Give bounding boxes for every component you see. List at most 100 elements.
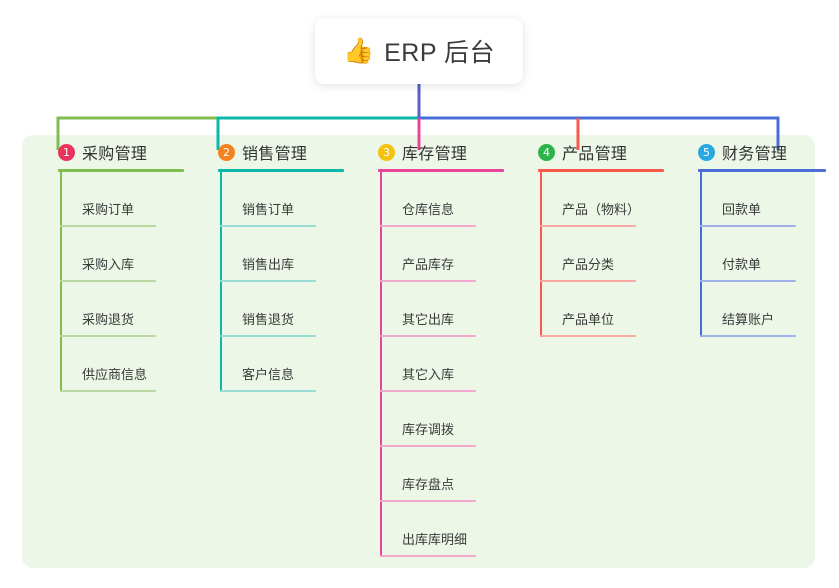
list-item[interactable]: 供应商信息 (60, 337, 200, 392)
list-item[interactable]: 产品库存 (380, 227, 520, 282)
list-item[interactable]: 付款单 (700, 227, 839, 282)
list-item-label: 库存调拨 (402, 422, 455, 437)
list-item-label: 仓库信息 (402, 202, 455, 217)
list-item-label: 其它出库 (402, 312, 455, 327)
column-title-label: 采购管理 (82, 146, 148, 163)
list-item-rule (380, 335, 476, 337)
list-item-rule (700, 280, 796, 282)
list-item-rule (60, 280, 156, 282)
list-item-label: 销售订单 (242, 202, 295, 217)
list-item-rule (380, 445, 476, 447)
list-item-rule (540, 225, 636, 227)
list-item[interactable]: 出库库明细 (380, 502, 520, 557)
list-item-label: 产品单位 (562, 312, 615, 327)
column-销售管理: 2 销售管理销售订单销售出库销售退货客户信息 (200, 135, 360, 392)
column-header-rule (538, 169, 664, 172)
list-item-label: 销售出库 (242, 257, 295, 272)
page-title: ERP 后台 (384, 39, 496, 67)
list-item[interactable]: 采购退货 (60, 282, 200, 337)
column-header-rule (218, 169, 344, 172)
list-item-label: 出库库明细 (402, 532, 468, 547)
column-badge-4: 4 (538, 143, 555, 161)
column-title-label: 财务管理 (722, 146, 788, 163)
column-title-label: 产品管理 (562, 146, 628, 163)
list-item-label: 采购订单 (82, 202, 135, 217)
list-item-rule (700, 335, 796, 337)
column-财务管理: 5 财务管理回款单付款单结算账户 (680, 135, 839, 337)
list-item-rule (540, 335, 636, 337)
list-item-rule (220, 335, 316, 337)
list-item[interactable]: 采购入库 (60, 227, 200, 282)
list-item-label: 其它入库 (402, 367, 455, 382)
column-item-list: 产品（物料） 产品分类产品单位 (540, 172, 680, 337)
list-item[interactable]: 仓库信息 (380, 172, 520, 227)
list-item-rule (700, 225, 796, 227)
diagram-panel-background (22, 135, 815, 568)
list-item-rule (60, 390, 156, 392)
column-item-list: 销售订单销售出库销售退货客户信息 (220, 172, 360, 392)
column-title-label: 销售管理 (242, 146, 308, 163)
list-item[interactable]: 销售出库 (220, 227, 360, 282)
list-item-rule (540, 280, 636, 282)
list-item[interactable]: 销售退货 (220, 282, 360, 337)
column-spine-line (540, 172, 542, 337)
list-item-rule (380, 500, 476, 502)
list-item-rule (220, 225, 316, 227)
list-item[interactable]: 其它入库 (380, 337, 520, 392)
list-item-rule (60, 225, 156, 227)
list-item-label: 客户信息 (242, 367, 295, 382)
column-badge-5: 5 (698, 143, 715, 161)
column-采购管理: 1 采购管理采购订单采购入库采购退货供应商信息 (40, 135, 200, 392)
diagram-root-title-card: 👍 ERP 后台 (315, 18, 523, 84)
list-item-label: 产品（物料） (562, 202, 641, 217)
list-item-label: 采购退货 (82, 312, 135, 327)
column-item-list: 仓库信息产品库存其它出库其它入库库存调拨库存盘点出库库明细 (380, 172, 520, 557)
list-item-rule (380, 555, 476, 557)
list-item[interactable]: 回款单 (700, 172, 839, 227)
list-item[interactable]: 客户信息 (220, 337, 360, 392)
column-产品管理: 4 产品管理产品（物料） 产品分类产品单位 (520, 135, 680, 337)
column-header-4[interactable]: 4 产品管理 (520, 135, 680, 169)
column-item-list: 采购订单采购入库采购退货供应商信息 (60, 172, 200, 392)
list-item-label: 产品分类 (562, 257, 615, 272)
column-header-rule (378, 169, 504, 172)
column-header-1[interactable]: 1 采购管理 (40, 135, 200, 169)
column-spine-line (380, 172, 382, 557)
column-badge-2: 2 (218, 143, 235, 161)
column-spine-line (60, 172, 62, 392)
list-item-rule (380, 280, 476, 282)
list-item[interactable]: 销售订单 (220, 172, 360, 227)
list-item-label: 产品库存 (402, 257, 455, 272)
list-item[interactable]: 产品分类 (540, 227, 680, 282)
column-badge-1: 1 (58, 143, 75, 161)
list-item-label: 供应商信息 (82, 367, 148, 382)
list-item-label: 库存盘点 (402, 477, 455, 492)
list-item[interactable]: 结算账户 (700, 282, 839, 337)
column-header-rule (58, 169, 184, 172)
thumbs-up-icon: 👍 (342, 36, 375, 65)
list-item-label: 回款单 (722, 202, 762, 217)
column-spine-line (700, 172, 702, 337)
list-item-label: 销售退货 (242, 312, 295, 327)
column-container: 1 采购管理采购订单采购入库采购退货供应商信息 2 销售管理销售订单销售出库销售退货客… (22, 135, 826, 568)
list-item-rule (60, 335, 156, 337)
list-item[interactable]: 采购订单 (60, 172, 200, 227)
list-item[interactable]: 产品单位 (540, 282, 680, 337)
list-item-label: 付款单 (722, 257, 762, 272)
list-item-label: 采购入库 (82, 257, 135, 272)
list-item[interactable]: 库存盘点 (380, 447, 520, 502)
column-header-rule (698, 169, 826, 172)
column-title-label: 库存管理 (402, 146, 468, 163)
list-item-rule (380, 225, 476, 227)
list-item[interactable]: 其它出库 (380, 282, 520, 337)
list-item-label: 结算账户 (722, 312, 775, 327)
list-item[interactable]: 产品（物料） (540, 172, 680, 227)
list-item-rule (380, 390, 476, 392)
column-spine-line (220, 172, 222, 392)
column-header-2[interactable]: 2 销售管理 (200, 135, 360, 169)
column-item-list: 回款单付款单结算账户 (700, 172, 839, 337)
column-header-5[interactable]: 5 财务管理 (680, 135, 839, 169)
list-item[interactable]: 库存调拨 (380, 392, 520, 447)
